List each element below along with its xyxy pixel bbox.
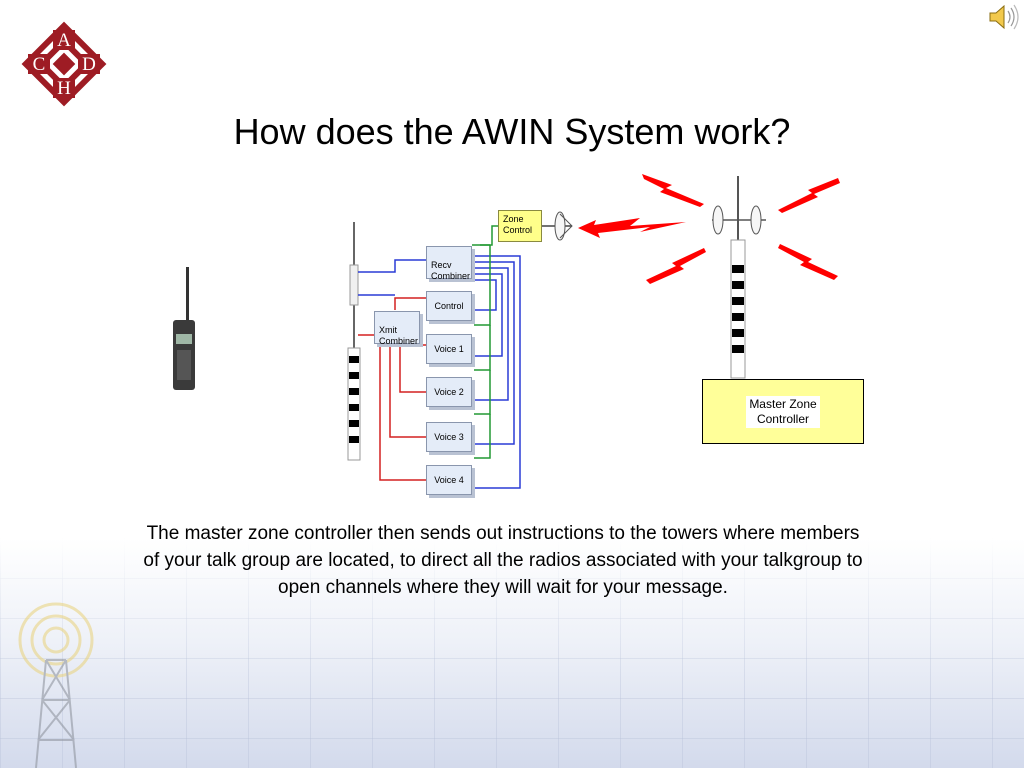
slide-body-text: The master zone controller then sends ou… — [143, 523, 863, 598]
voice4-label: Voice 4 — [434, 474, 464, 485]
xmit-combiner-box: Xmit Combiner — [374, 311, 420, 346]
background-grid — [0, 538, 1024, 768]
dish-antenna-left — [542, 211, 573, 241]
voice2-box: Voice 2 — [426, 377, 472, 407]
background-fade — [0, 538, 1024, 768]
voice3-label: Voice 3 — [434, 431, 464, 442]
slide-title: How does the AWIN System work? — [233, 111, 791, 152]
signal-bolt-lower-right — [778, 244, 838, 280]
signal-bolt-main — [578, 218, 686, 238]
signal-bolt-upper-right — [778, 178, 840, 213]
logo-letter-h: H — [57, 78, 71, 99]
master-zone-controller-label: Master Zone Controller — [746, 395, 820, 428]
voice2-label: Voice 2 — [434, 386, 464, 397]
control-label: Control — [434, 300, 464, 311]
xmit-combiner-label: Xmit Combiner — [379, 325, 419, 346]
signal-bolt-lower-left — [646, 248, 706, 284]
signal-bolt-upper-left — [642, 174, 704, 207]
speaker-icon[interactable] — [988, 2, 1020, 32]
voice3-box: Voice 3 — [426, 422, 472, 452]
zone-control-label: Zone Control — [503, 214, 533, 235]
logo-letter-d: D — [82, 54, 96, 75]
logo-letter-c: C — [33, 54, 46, 75]
left-tower — [347, 222, 361, 461]
tower-decoration — [18, 602, 94, 768]
recv-combiner-label: Recv Combiner — [431, 260, 471, 281]
voice1-label: Voice 1 — [434, 343, 464, 354]
right-tower — [712, 176, 766, 379]
control-box: Control — [426, 291, 472, 321]
master-zone-controller-box: Master Zone Controller — [702, 379, 864, 444]
logo-letter-a: A — [57, 30, 71, 51]
recv-combiner-box: Recv Combiner — [426, 246, 472, 281]
zone-control-box: Zone Control — [498, 210, 542, 242]
logo: A C D H — [21, 21, 107, 107]
voice1-box: Voice 1 — [426, 334, 472, 364]
handheld-radio — [173, 267, 195, 390]
voice4-box: Voice 4 — [426, 465, 472, 495]
